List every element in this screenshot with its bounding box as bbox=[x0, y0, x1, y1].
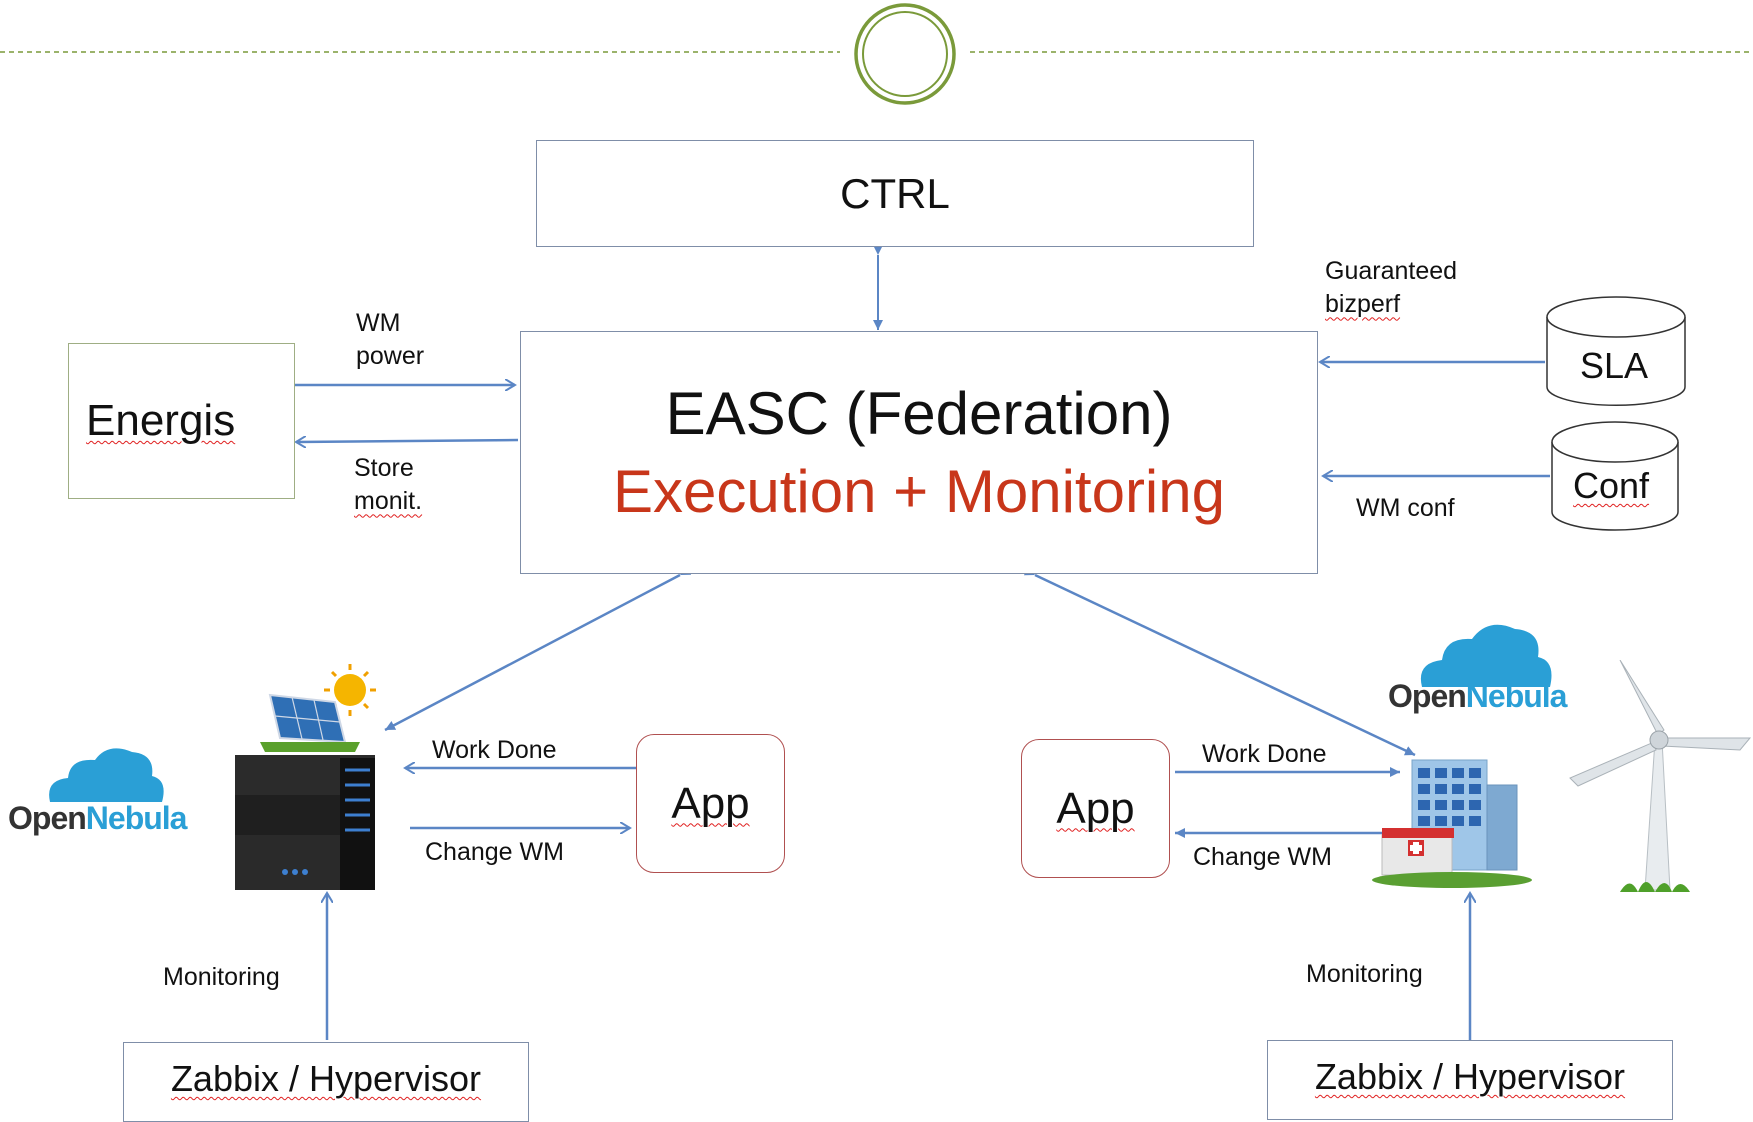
right-zabbix-box: Zabbix / Hypervisor bbox=[1267, 1040, 1673, 1120]
arrow-easc-right bbox=[1023, 566, 1416, 757]
left-change-wm-label: Change WM bbox=[425, 838, 564, 866]
right-zabbix-label: Zabbix / Hypervisor bbox=[1314, 1056, 1626, 1097]
sla-label: SLA bbox=[1580, 345, 1649, 386]
easc-box: EASC (Federation) Execution + Monitoring bbox=[520, 331, 1318, 574]
opennebula-logo-right: OpenNebula bbox=[1388, 678, 1567, 714]
opennebula-cloud-icon-left bbox=[49, 748, 164, 802]
opennebula-cloud-icon-right bbox=[1420, 624, 1552, 687]
left-app-box: App bbox=[636, 734, 785, 873]
energis-box: Energis bbox=[68, 343, 295, 499]
right-app-label: App bbox=[1056, 783, 1135, 833]
header-ornament bbox=[0, 3, 1753, 105]
left-app-label: App bbox=[671, 778, 750, 828]
left-zabbix-box: Zabbix / Hypervisor bbox=[123, 1042, 529, 1122]
right-monitoring-label: Monitoring bbox=[1306, 960, 1423, 988]
hospital-building-icon bbox=[1372, 759, 1532, 888]
solar-server-icon bbox=[235, 664, 376, 890]
conf-label: Conf bbox=[1573, 465, 1650, 506]
ctrl-label: CTRL bbox=[840, 169, 950, 217]
energis-label: Energis bbox=[86, 396, 236, 445]
arrow-easc-left bbox=[384, 565, 692, 732]
left-zabbix-label: Zabbix / Hypervisor bbox=[170, 1058, 482, 1099]
right-app-box: App bbox=[1021, 739, 1170, 878]
left-monitoring-label: Monitoring bbox=[163, 963, 280, 991]
sla-cylinder bbox=[1546, 296, 1686, 407]
ctrl-box: CTRL bbox=[536, 140, 1254, 247]
conf-cylinder bbox=[1551, 421, 1679, 531]
right-work-done-label: Work Done bbox=[1202, 740, 1327, 768]
easc-title: EASC (Federation) bbox=[665, 379, 1173, 447]
wind-turbine-icon bbox=[1569, 660, 1752, 892]
easc-subtitle: Execution + Monitoring bbox=[612, 457, 1225, 525]
right-change-wm-label: Change WM bbox=[1193, 843, 1332, 871]
wm-conf-label: WM conf bbox=[1356, 494, 1455, 522]
left-work-done-label: Work Done bbox=[432, 736, 557, 764]
arrow-store-monit bbox=[296, 440, 519, 442]
opennebula-logo-left: OpenNebula bbox=[8, 800, 187, 836]
